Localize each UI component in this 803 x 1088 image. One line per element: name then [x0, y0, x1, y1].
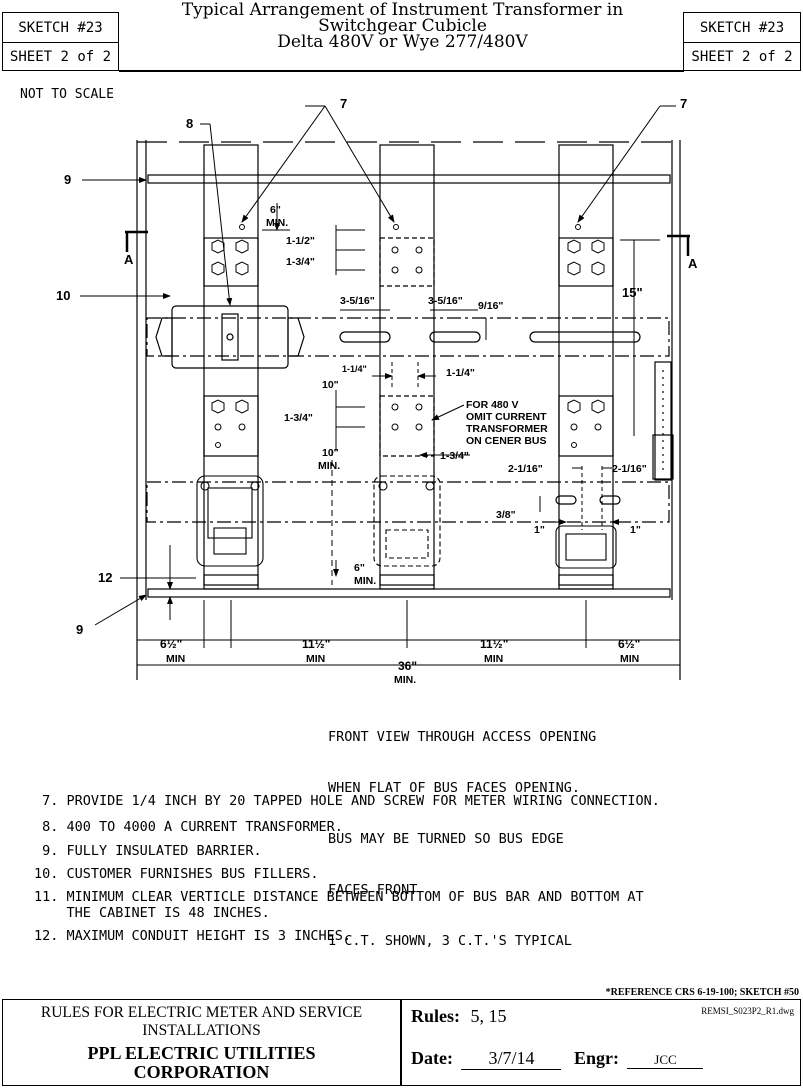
width-1-min: MIN	[166, 653, 185, 665]
callout-9-bottom: 9	[76, 622, 83, 637]
dim-3-5-16-right: 3-5/16"	[428, 295, 463, 307]
dim-2-1-16-left: 2-1/16"	[508, 463, 543, 475]
dim-2-1-16-right: 2-1/16"	[612, 463, 647, 475]
total-width-min: MIN.	[394, 674, 416, 686]
view-caption: FRONT VIEW THROUGH ACCESS OPENING WHEN F…	[328, 695, 596, 967]
title-block: RULES FOR ELECTRIC METER AND SERVICE INS…	[2, 999, 801, 1086]
company-line-1: PPL ELECTRIC UTILITIES	[87, 1043, 316, 1063]
sheet-number-right: SHEET 2 of 2	[683, 42, 801, 71]
title-block-divider	[400, 1000, 402, 1086]
title-line-3: Delta 480V or Wye 277/480V	[277, 32, 528, 52]
date-label: Date:	[411, 1048, 453, 1068]
note-11: 11. MINIMUM CLEAR VERTICLE DISTANCE BETW…	[34, 889, 644, 905]
width-1: 6½"	[160, 637, 182, 651]
dim-1-3-4-right: 1-3/4"	[440, 450, 469, 462]
callout-7-right: 7	[680, 96, 687, 111]
title-line-2: Switchgear Cubicle	[318, 16, 487, 36]
dim-6-top-min: MIN.	[266, 217, 288, 229]
engr-label: Engr:	[573, 1048, 619, 1068]
caption-line-2: WHEN FLAT OF BUS FACES OPENING.	[328, 780, 580, 796]
width-4-min: MIN	[620, 653, 639, 665]
drawing-title: Typical Arrangement of Instrument Transf…	[125, 0, 680, 52]
width-4: 6½"	[618, 637, 640, 651]
company-line-2: CORPORATION	[133, 1062, 270, 1082]
note-7: 7. PROVIDE 1/4 INCH BY 20 TAPPED HOLE AN…	[34, 793, 660, 809]
scale-note: NOT TO SCALE	[20, 87, 114, 102]
dim-6-bottom: 6"	[354, 562, 365, 574]
rules-title-line-1: RULES FOR ELECTRIC METER AND SERVICE	[40, 1004, 363, 1021]
for480-line-2: OMIT CURRENT	[466, 411, 547, 423]
switchgear-drawing: 7 7 8 9 10 12 9 A A 6" MIN. 1-1/2" 1-3/4…	[56, 96, 698, 686]
for480-line-4: ON CENER BUS	[466, 435, 547, 447]
section-a-right: A	[688, 256, 698, 271]
caption-line-5: 1 C.T. SHOWN, 3 C.T.'S TYPICAL	[328, 933, 572, 949]
callout-7-left: 7	[340, 96, 347, 111]
dim-15: 15"	[622, 285, 643, 300]
company-name: PPL ELECTRIC UTILITIES CORPORATION	[3, 1044, 400, 1082]
for480-line-1: FOR 480 V	[466, 399, 519, 411]
sheet-number-left: SHEET 2 of 2	[2, 42, 119, 71]
callout-9-top: 9	[64, 172, 71, 187]
rules-value: 5, 15	[470, 1006, 507, 1026]
dim-9-16: 9/16"	[478, 300, 503, 312]
dim-1-3-4-top: 1-3/4"	[286, 256, 315, 268]
section-a-left: A	[124, 252, 134, 267]
dim-10-min: 10"	[322, 447, 339, 459]
width-2-min: MIN	[306, 653, 325, 665]
dim-1-1-2: 1-1/2"	[286, 235, 315, 247]
dim-10-min-label: MIN.	[318, 460, 340, 472]
width-3: 11½"	[480, 637, 508, 651]
note-9: 9. FULLY INSULATED BARRIER.	[34, 843, 262, 859]
caption-line-1: FRONT VIEW THROUGH ACCESS OPENING	[328, 729, 597, 745]
dim-1-1-4-left: 1-1/4"	[342, 364, 367, 374]
width-3-min: MIN	[484, 653, 503, 665]
note-8: 8. 400 TO 4000 A CURRENT TRANSFORMER.	[34, 819, 343, 835]
caption-line-3: BUS MAY BE TURNED SO BUS EDGE	[328, 831, 564, 847]
file-name: REMSI_S023P2_R1.dwg	[701, 1006, 794, 1016]
rules-field: Rules: 5, 15	[411, 1006, 507, 1027]
caption-line-4: FACES FRONT	[328, 882, 418, 898]
dim-6-bottom-min: MIN.	[354, 575, 376, 587]
dim-3-8: 3/8"	[496, 509, 516, 521]
dim-3-5-16-left: 3-5/16"	[340, 295, 375, 307]
dim-1-1-4-right: 1-1/4"	[446, 367, 475, 379]
callout-10: 10	[56, 288, 70, 303]
dim-1-right: 1"	[630, 524, 641, 536]
total-width: 36"	[398, 659, 417, 673]
reference-note: *REFERENCE CRS 6-19-100; SKETCH #50	[605, 987, 799, 998]
dim-1-3-4-mid: 1-3/4"	[284, 412, 313, 424]
date-field: Date: 3/7/14 Engr: JCC	[411, 1048, 704, 1070]
dim-1-left: 1"	[534, 524, 545, 536]
rules-label: Rules:	[411, 1006, 460, 1026]
for480-line-3: TRANSFORMER	[466, 423, 548, 435]
date-value: 3/7/14	[461, 1048, 562, 1070]
note-10: 10. CUSTOMER FURNISHES BUS FILLERS.	[34, 866, 319, 882]
note-12: 12. MAXIMUM CONDUIT HEIGHT IS 3 INCHES.	[34, 928, 351, 944]
rules-title: RULES FOR ELECTRIC METER AND SERVICE INS…	[3, 1004, 400, 1040]
rules-title-line-2: INSTALLATIONS	[142, 1022, 261, 1039]
engr-value: JCC	[627, 1052, 704, 1069]
header-rule	[119, 70, 684, 72]
dim-10-top: 10"	[322, 379, 339, 391]
width-2: 11½"	[302, 637, 330, 651]
note-11-cont: THE CABINET IS 48 INCHES.	[34, 905, 270, 921]
dim-6-top: 6"	[270, 204, 281, 216]
callout-8: 8	[186, 116, 193, 131]
callout-12: 12	[98, 570, 112, 585]
title-line-1: Typical Arrangement of Instrument Transf…	[181, 0, 624, 20]
